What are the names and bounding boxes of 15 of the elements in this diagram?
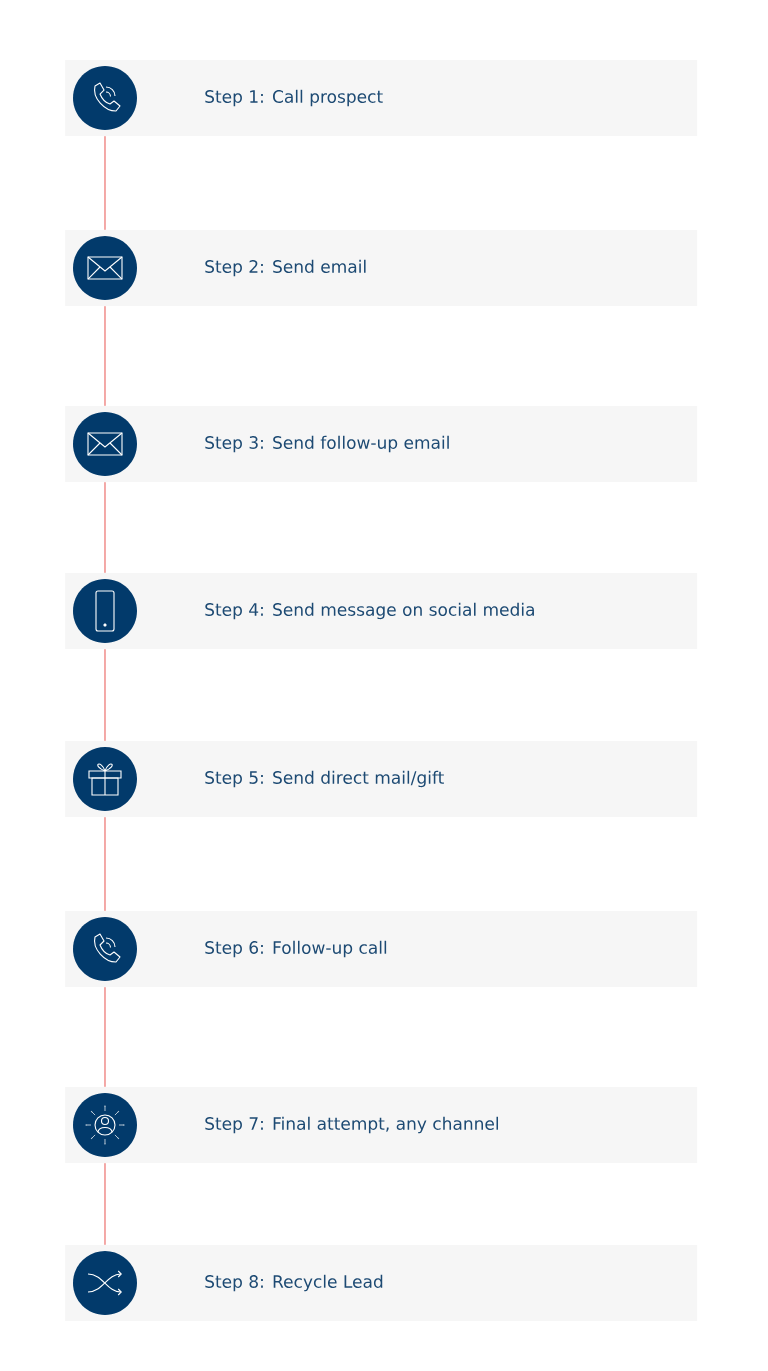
step-band: Step 8: Recycle Lead [65,1245,698,1321]
step-band: Step 6: Follow-up call [65,911,698,987]
connector-line [104,305,106,407]
step-band: Step 3: Send follow-up email [65,406,698,482]
connector-line [104,816,106,912]
step-band: Step 1: Call prospect [65,60,698,136]
step-band: Step 2: Send email [65,230,698,306]
connector-line [104,1162,106,1246]
step-band: Step 5: Send direct mail/gift [65,741,698,817]
connector-line [104,648,106,742]
step-band: Step 4: Send message on social media [65,573,698,649]
connector-line [104,481,106,574]
connector-line [104,986,106,1088]
step-band: Step 7: Final attempt, any channel [65,1087,698,1163]
connector-line [104,135,106,231]
